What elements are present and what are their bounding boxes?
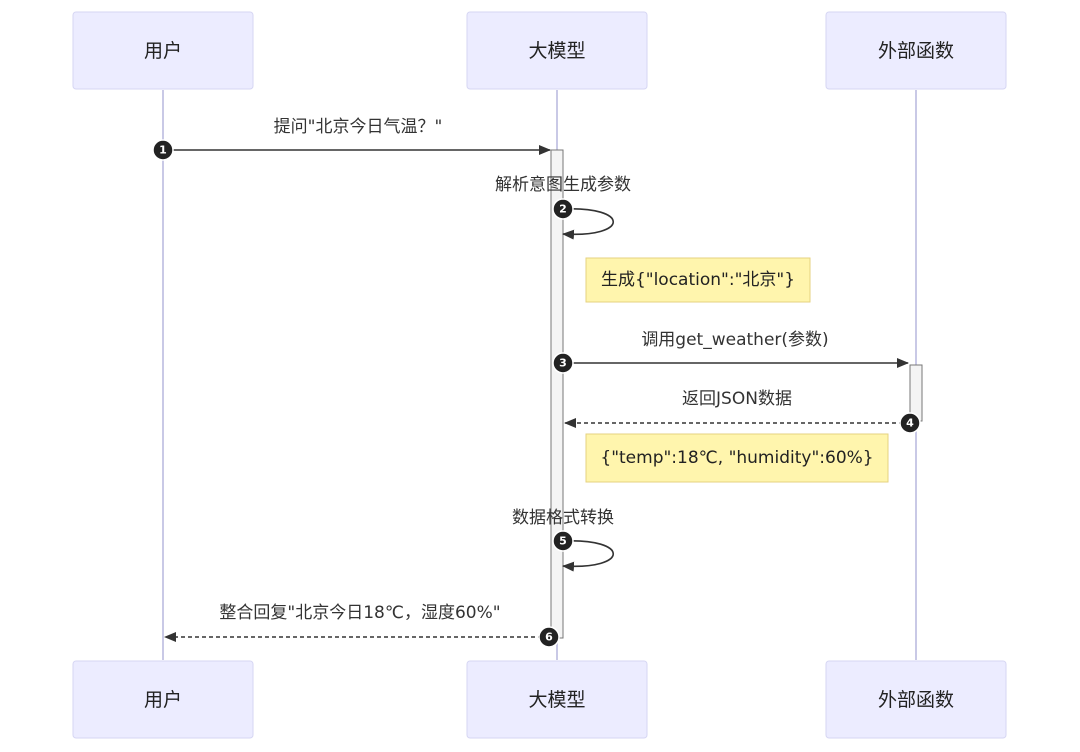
message-6: 整合回复"北京今日18℃，湿度60%" 6 [164, 603, 560, 648]
message-2: 解析意图生成参数 2 [495, 175, 631, 240]
note-1-text: 生成{"location":"北京"} [601, 270, 795, 290]
message-4: 返回JSON数据 4 [564, 389, 921, 434]
sequence-number-1-text: 1 [159, 144, 167, 157]
actor-user-top: 用户 [72, 11, 254, 90]
sequence-number-2-text: 2 [559, 203, 567, 216]
actor-func-top-label: 外部函数 [878, 40, 954, 62]
actor-llm-bottom-label: 大模型 [528, 689, 585, 711]
message-5: 数据格式转换 5 [512, 508, 614, 572]
actor-llm-bottom: 大模型 [466, 660, 648, 739]
note-2: {"temp":18℃, "humidity":60%} [585, 433, 889, 483]
note-2-text: {"temp":18℃, "humidity":60%} [600, 448, 873, 468]
message-3-label: 调用get_weather(参数) [641, 330, 828, 350]
actor-func-bottom: 外部函数 [825, 660, 1007, 739]
sequence-number-4-text: 4 [906, 417, 914, 430]
sequence-number-6 [538, 626, 560, 648]
sequence-number-5 [552, 530, 574, 552]
message-2-label: 解析意图生成参数 [495, 175, 631, 195]
sequence-number-1 [152, 139, 174, 161]
activation-llm [550, 149, 564, 639]
actor-func-top: 外部函数 [825, 11, 1007, 90]
message-2-arrow [562, 208, 614, 240]
message-5-label: 数据格式转换 [512, 508, 614, 528]
actor-llm-top-label: 大模型 [528, 40, 585, 62]
sequence-number-6-text: 6 [545, 631, 553, 644]
sequence-number-3-text: 3 [559, 357, 567, 370]
message-6-label: 整合回复"北京今日18℃，湿度60%" [219, 603, 500, 623]
sequence-number-5-text: 5 [559, 535, 567, 548]
message-3: 调用get_weather(参数) 3 [552, 330, 909, 374]
note-1: 生成{"location":"北京"} [585, 257, 811, 303]
actor-user-bottom-label: 用户 [144, 689, 182, 711]
actor-llm-top: 大模型 [466, 11, 648, 90]
sequence-number-4 [899, 412, 921, 434]
sequence-number-2 [552, 198, 574, 220]
message-4-label: 返回JSON数据 [682, 389, 792, 409]
actor-func-bottom-label: 外部函数 [878, 689, 954, 711]
message-1: 提问"北京今日气温？" 1 [152, 117, 551, 161]
message-1-label: 提问"北京今日气温？" [274, 117, 443, 137]
actor-user-bottom: 用户 [72, 660, 254, 739]
sequence-number-3 [552, 352, 574, 374]
message-5-arrow [562, 540, 614, 572]
actor-user-top-label: 用户 [144, 40, 182, 62]
